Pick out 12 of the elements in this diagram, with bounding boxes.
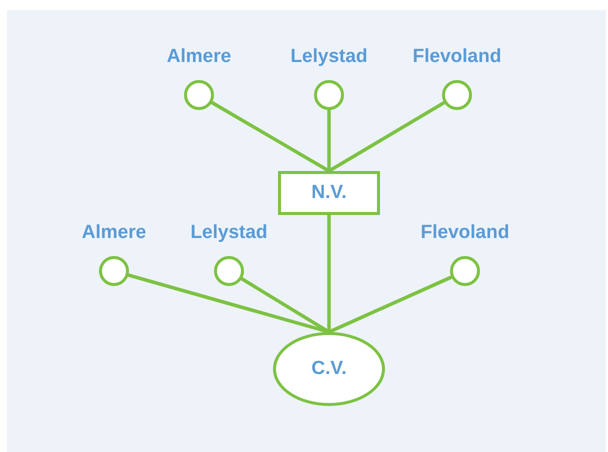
node-label: Lelystad: [190, 222, 268, 244]
connector-line: [327, 215, 331, 332]
connector-line: [328, 275, 453, 334]
node-label: Lelystad: [290, 46, 368, 68]
connector-line: [328, 100, 446, 172]
entity-box: N.V.: [278, 171, 380, 215]
node-label: Flevoland: [420, 222, 510, 244]
connector-line: [210, 100, 330, 172]
node-label: Almere: [82, 222, 146, 244]
node-label: Almere: [166, 46, 232, 68]
node-label: Flevoland: [412, 46, 502, 68]
connector-line: [327, 109, 331, 171]
